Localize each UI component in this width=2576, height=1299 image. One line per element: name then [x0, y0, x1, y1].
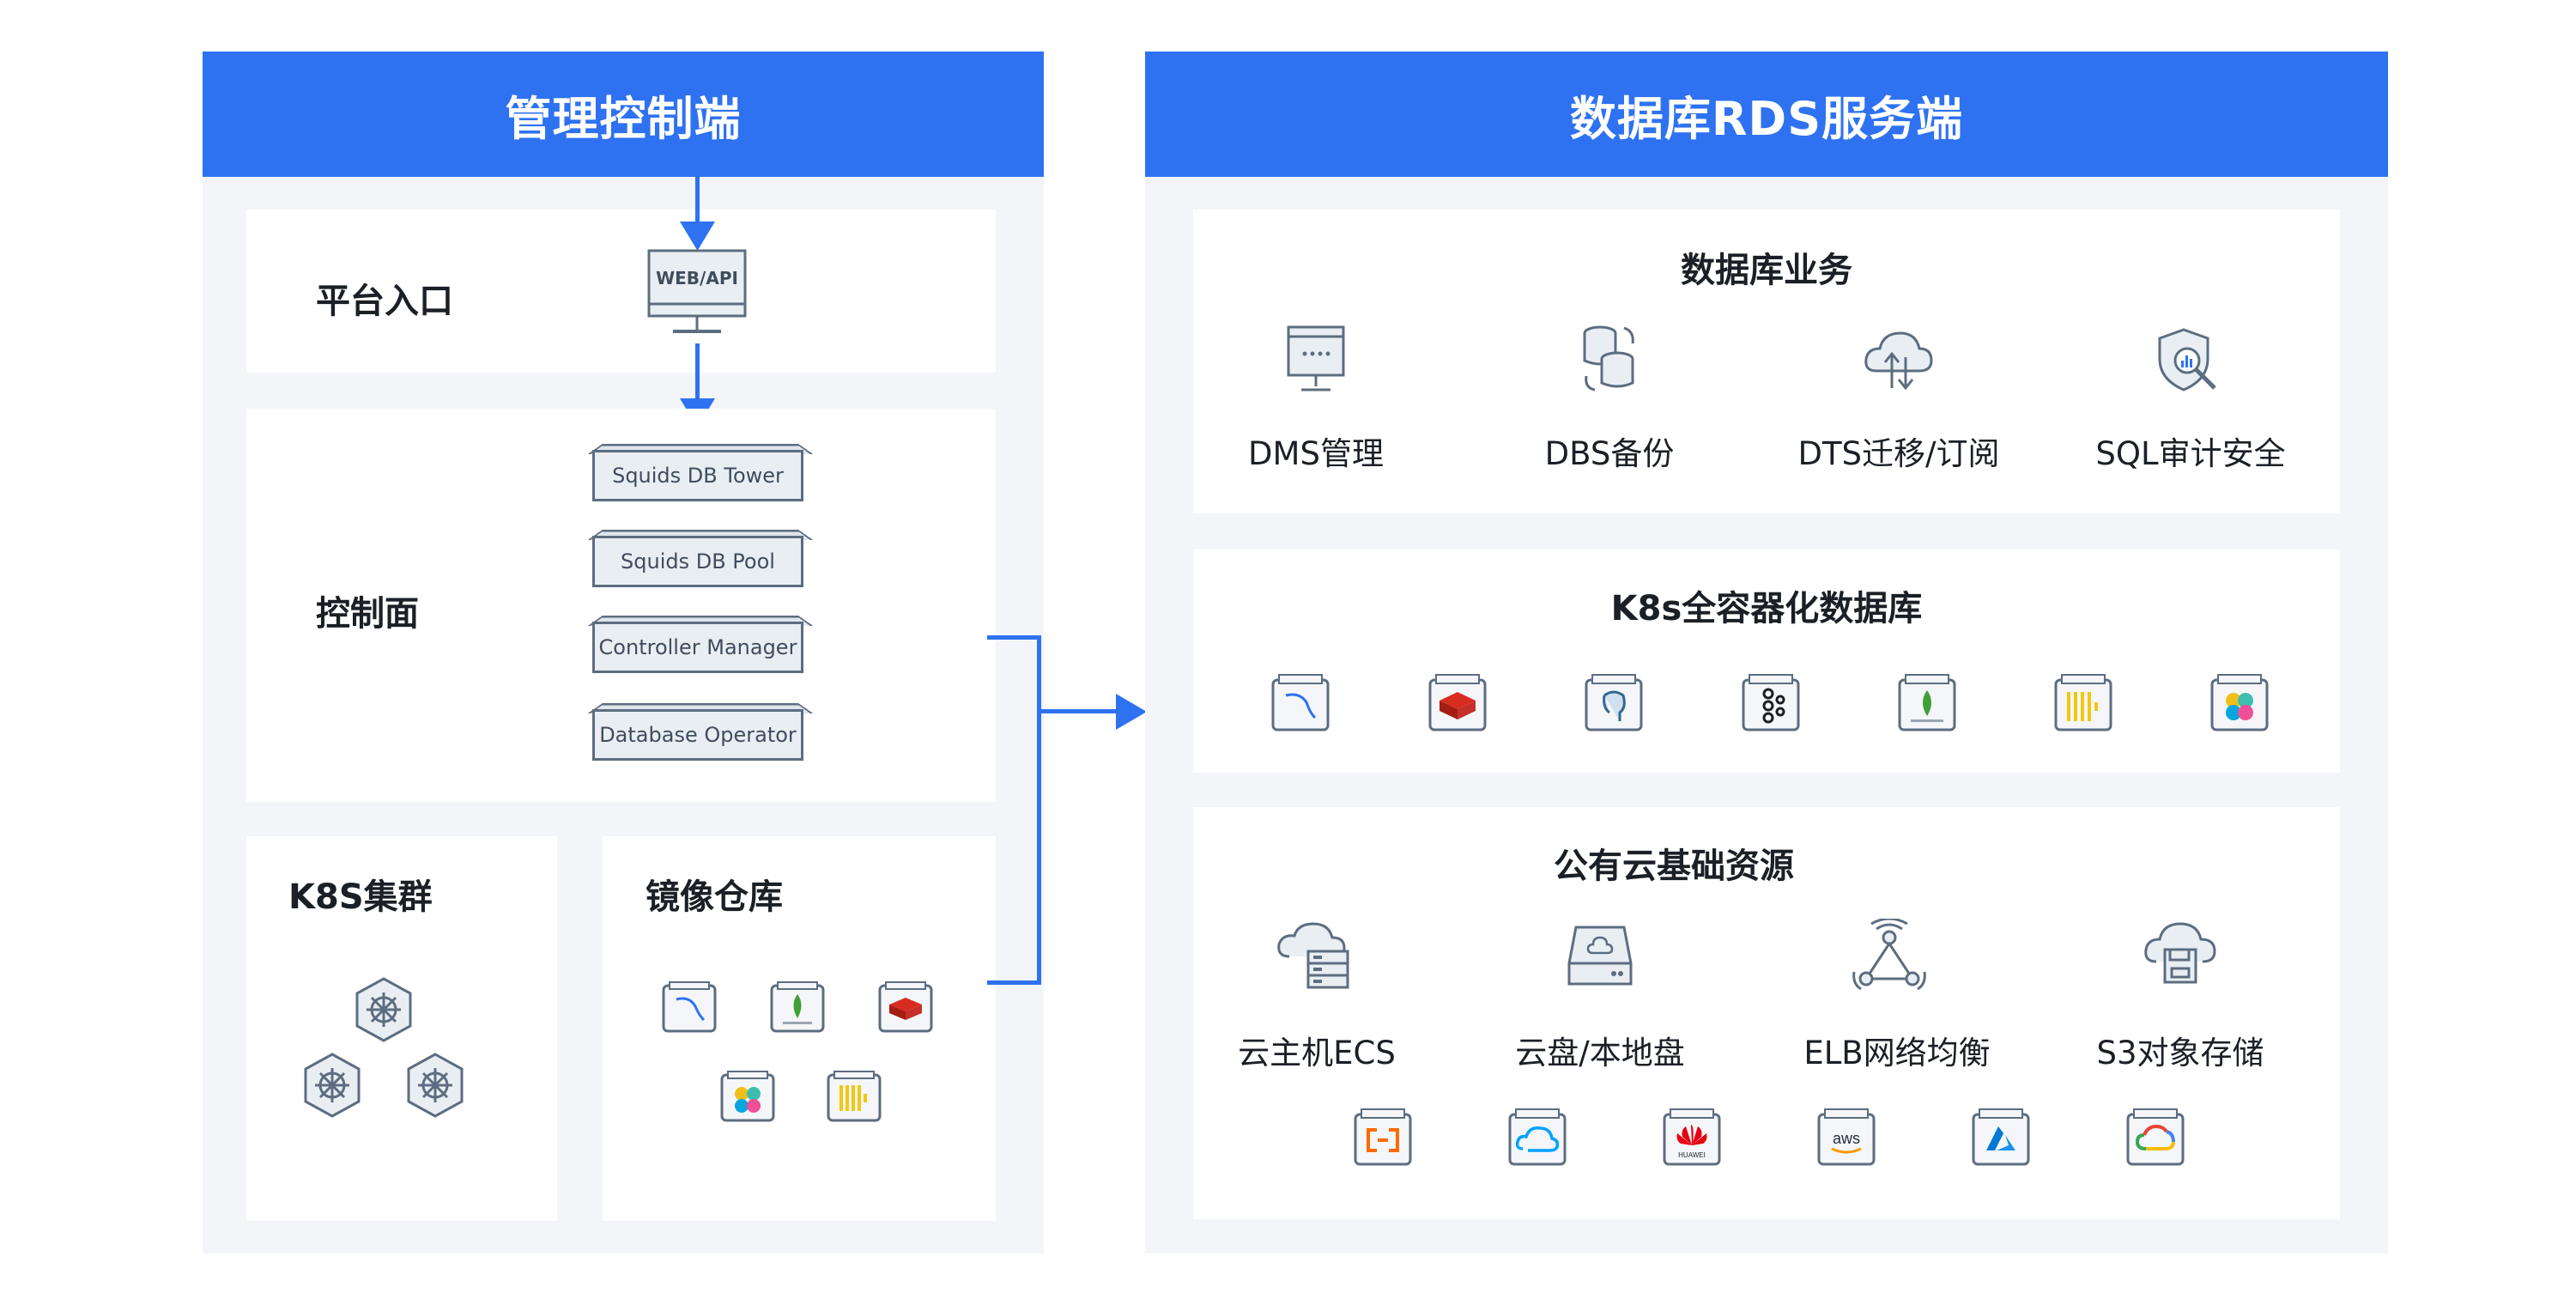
kubernetes-icon	[304, 1053, 361, 1118]
arrow-head-down-icon	[680, 222, 715, 251]
image-repository-label: 镜像仓库	[646, 877, 783, 917]
kubernetes-icon	[407, 1053, 464, 1118]
s3-label: S3对象存储	[2096, 1035, 2264, 1071]
kubernetes-icon	[355, 977, 412, 1042]
arrow-head-right-icon	[1116, 694, 1147, 730]
k8s-cluster-label: K8S集群	[288, 877, 433, 917]
mongodb-icon	[770, 981, 825, 1033]
arrow-header-to-web	[695, 177, 700, 228]
elastic-icon	[2210, 674, 2269, 731]
management-console-header: 管理控制端	[203, 52, 1044, 177]
elastic-icon	[720, 1071, 775, 1122]
huawei-cloud-icon: HUAWEI	[1663, 1108, 1721, 1166]
mysql-icon	[662, 981, 717, 1033]
platform-entry-card	[246, 209, 996, 373]
dms-label: DMS管理	[1248, 435, 1384, 472]
arrow-web-to-control	[695, 343, 700, 404]
alibaba-cloud-icon	[1354, 1108, 1412, 1166]
platform-entry-label: 平台入口	[316, 282, 453, 321]
dts-label: DTS迁移/订阅	[1797, 435, 2000, 472]
cloud-sync-icon	[1864, 331, 1933, 391]
db-business-title: 数据库业务	[1681, 251, 1852, 290]
redis-icon	[1428, 674, 1487, 731]
disk-icon	[1567, 926, 1633, 986]
svg-text:HUAWEI: HUAWEI	[1678, 1151, 1706, 1159]
tencent-cloud-icon	[1508, 1108, 1567, 1166]
security-audit-icon	[2158, 328, 2216, 392]
monitor-icon	[1287, 325, 1345, 392]
database-backup-icon	[1583, 325, 1634, 392]
monitor-text: WEB/API	[656, 268, 738, 288]
svg-text:aws: aws	[1833, 1130, 1860, 1147]
connector-horizontal	[1037, 709, 1123, 713]
component-database-operator: Database Operator	[588, 702, 813, 761]
object-storage-icon	[2144, 922, 2216, 984]
connector-bottom	[987, 980, 1040, 985]
redis-icon	[878, 981, 933, 1033]
postgresql-icon	[1585, 674, 1643, 731]
elb-label: ELB网络均衡	[1803, 1035, 1991, 1071]
rds-service-header: 数据库RDS服务端	[1145, 52, 2388, 177]
sql-audit-label: SQL审计安全	[2095, 435, 2286, 472]
public-cloud-title: 公有云基础资源	[1554, 847, 1794, 886]
web-api-monitor-icon	[647, 249, 747, 333]
disk-label: 云盘/本地盘	[1515, 1035, 1685, 1071]
cloud-server-icon	[1277, 922, 1349, 989]
mongodb-icon	[1898, 674, 1956, 731]
dbs-label: DBS备份	[1544, 435, 1675, 472]
connector-top	[987, 635, 1040, 640]
google-cloud-icon	[2126, 1108, 2185, 1166]
component-squids-db-pool: Squids DB Pool	[588, 529, 813, 587]
db-business-card	[1193, 209, 2340, 513]
component-controller-manager: Controller Manager	[588, 615, 813, 673]
mysql-icon	[1271, 674, 1330, 731]
control-plane-label: 控制面	[316, 594, 419, 634]
azure-icon	[1972, 1108, 2030, 1166]
k8s-containerized-title: K8s全容器化数据库	[1610, 589, 1923, 628]
load-balancer-icon	[1852, 919, 1926, 991]
clickhouse-icon	[827, 1071, 882, 1122]
clickhouse-icon	[2054, 674, 2112, 731]
component-squids-db-tower: Squids DB Tower	[588, 443, 813, 501]
k8s-containerized-card	[1193, 549, 2340, 773]
ecs-label: 云主机ECS	[1238, 1035, 1396, 1071]
aws-icon: aws	[1817, 1108, 1876, 1166]
connector-vertical	[1037, 635, 1041, 985]
kafka-icon	[1742, 674, 1800, 731]
